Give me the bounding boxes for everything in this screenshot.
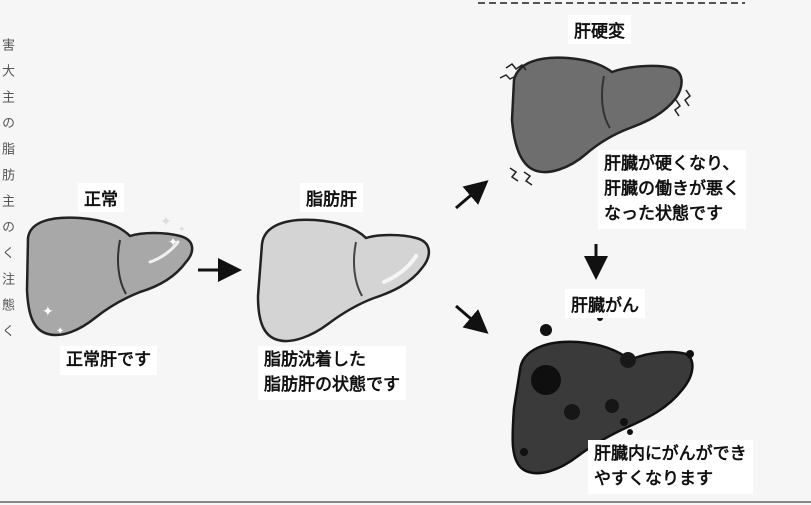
svg-text:✦: ✦ [56,326,64,337]
fatty-liver-illustration [258,220,429,341]
cancer-caption: 肝臓内にがんができ やすくなります [588,440,753,494]
arrow-fatty-to-cancer [456,306,484,330]
arrow-fatty-to-cirrhosis [456,184,484,208]
fatty-caption: 脂肪沈着した 脂肪肝の状態です [258,346,406,400]
fatty-title: 脂肪肝 [300,183,363,212]
svg-text:✦: ✦ [178,225,186,235]
cancer-title: 肝臓がん [565,289,645,318]
normal-title: 正常 [78,183,124,212]
svg-text:✦: ✦ [160,214,172,230]
normal-caption: 正常肝です [60,346,157,375]
svg-text:✦: ✦ [168,235,178,249]
cirrhosis-title: 肝硬変 [568,15,631,44]
svg-text:✦: ✦ [42,304,54,320]
cirrhosis-caption: 肝臓が硬くなり、 肝臓の働きが悪く なった状態です [598,150,746,229]
normal-liver-illustration: ✦ ✦ ✦ ✦ ✦ [27,214,192,337]
